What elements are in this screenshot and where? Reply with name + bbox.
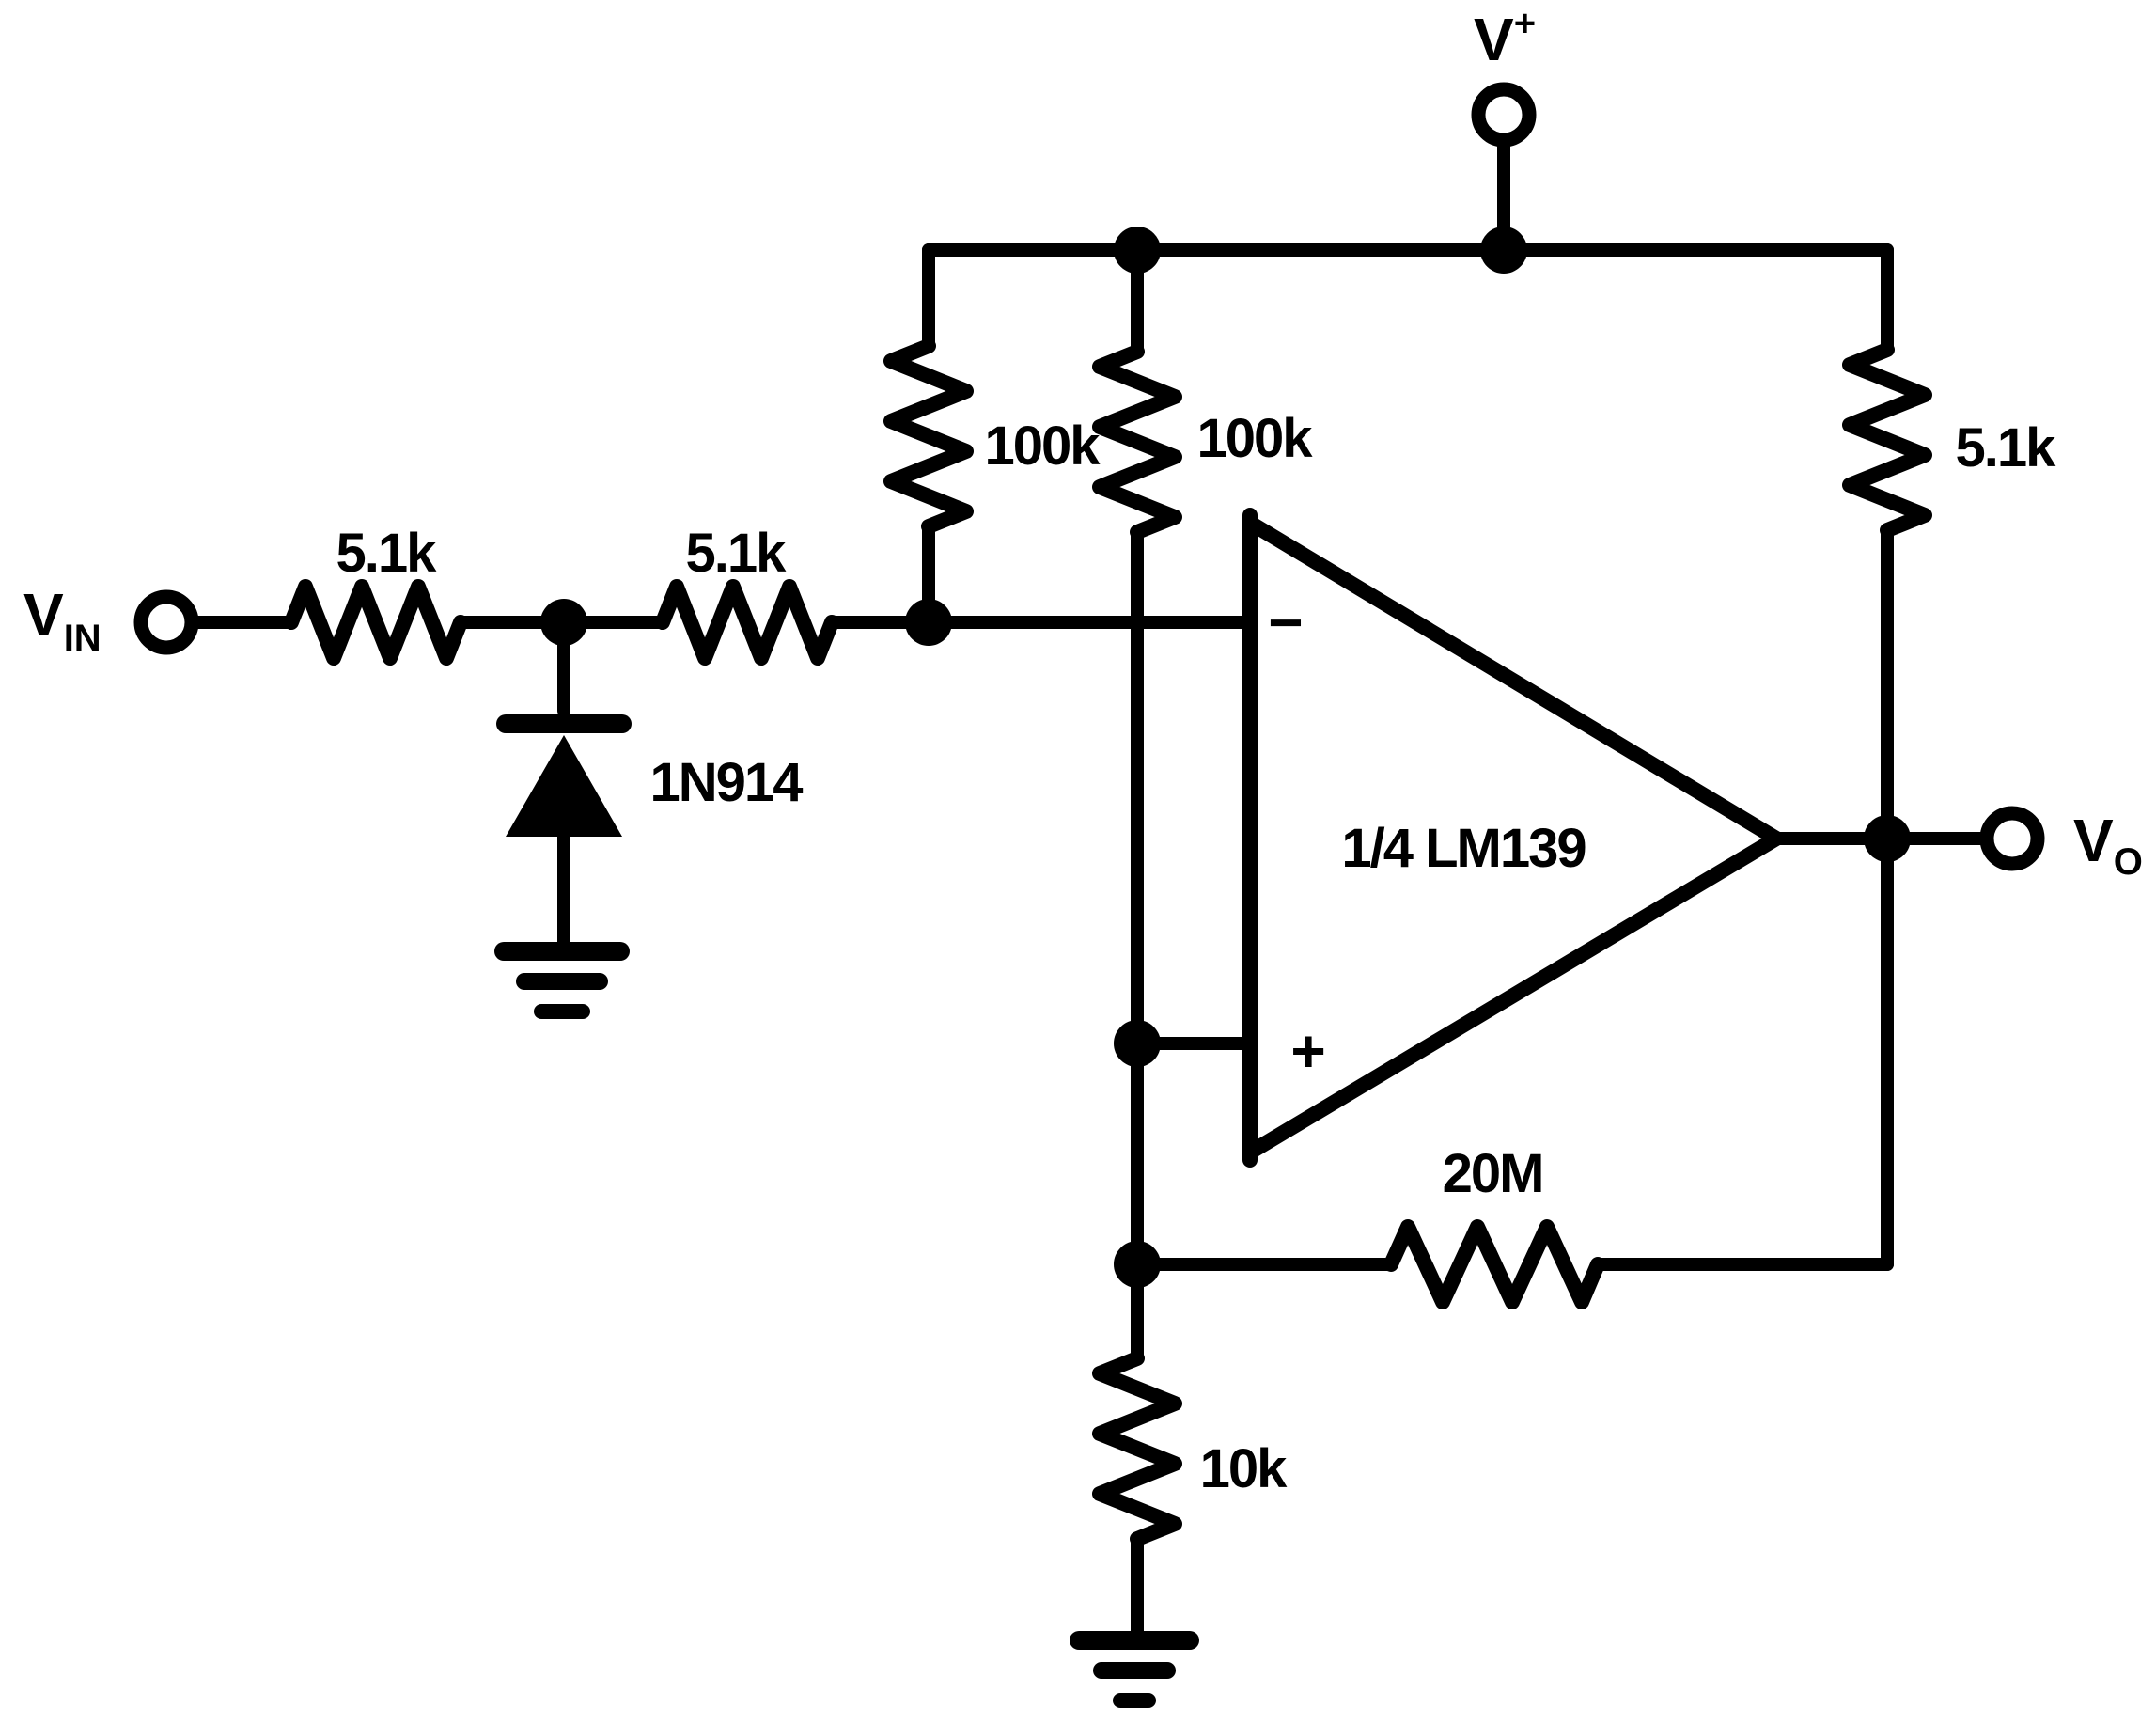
resistor-20M-feedback [1383, 1219, 1605, 1309]
vplus-label: V+ [1474, 3, 1536, 73]
diode-label: 1N914 [650, 752, 804, 813]
junction-dot-plus-input-node [1114, 1020, 1161, 1067]
resistor-label-input-second: 5.1k [686, 523, 788, 584]
resistor-label-input-first: 5.1k [336, 523, 438, 584]
junction-dot-rail-100k [1114, 227, 1161, 274]
comparator-device-label: 1/4 LM139 [1341, 818, 1586, 879]
resistor-100k-inverting-pullup [883, 338, 974, 534]
resistor-10k-bias [1092, 1351, 1182, 1546]
noninverting-input-sign: + [1290, 1017, 1325, 1085]
junction-dot-inverting-node [905, 599, 952, 646]
vout-label: VO [2073, 807, 2143, 883]
resistor-label-pullup-output: 5.1k [1956, 417, 2057, 478]
junction-dot-clamp-node [540, 599, 587, 646]
junction-dot-feedback-node [1114, 1241, 1161, 1288]
resistor-5.1k-input-first [284, 579, 468, 666]
resistor-label-feedback: 20M [1443, 1143, 1543, 1204]
terminal-vplus [1471, 82, 1537, 148]
resistor-label-pullup-inv: 100k [984, 416, 1101, 477]
ground-symbol-diode [494, 942, 630, 1019]
junction-dot-output-node [1864, 815, 1911, 862]
diode-anode-triangle [506, 735, 622, 837]
vin-label: VIN [23, 581, 102, 659]
inverting-input-sign: − [1268, 588, 1303, 656]
resistor-label-pullup-noninv: 100k [1196, 408, 1313, 469]
resistor-5.1k-output-pullup [1842, 342, 1932, 538]
resistor-100k-noninverting-pullup [1092, 344, 1182, 540]
comparator-triangle [1242, 515, 1784, 1160]
junction-dot-rail-vplus [1480, 227, 1527, 274]
resistor-5.1k-input-second [655, 579, 839, 666]
ground-symbol-10k [1070, 1631, 1199, 1708]
terminal-vout [1979, 806, 2045, 871]
resistor-label-bias: 10k [1200, 1438, 1289, 1499]
terminal-vin [133, 589, 199, 655]
